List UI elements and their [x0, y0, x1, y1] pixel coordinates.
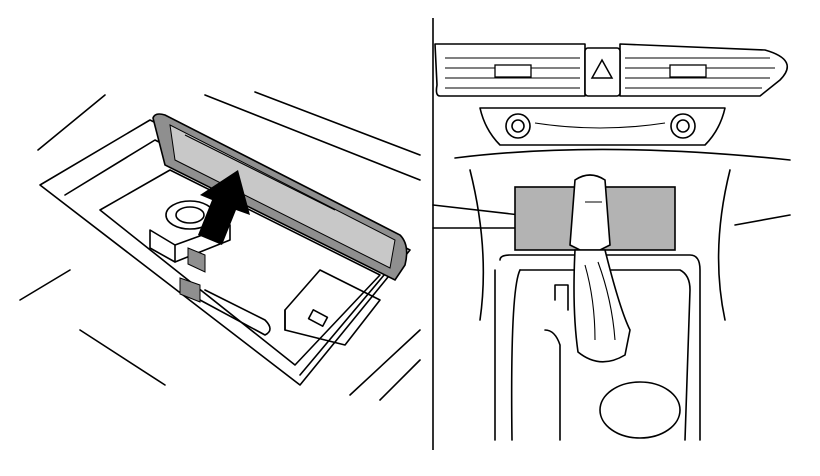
compartment-lid [152, 113, 408, 282]
up-arrow-icon [198, 170, 250, 245]
hazard-warning-icon [590, 58, 614, 79]
storage-compartment-view [19, 91, 421, 401]
gear-shifter-knob [569, 174, 611, 251]
hazard-button[interactable] [584, 47, 621, 97]
center-console-view [432, 43, 791, 441]
gear-shifter-boot [573, 249, 631, 363]
phone-icon [307, 309, 329, 327]
